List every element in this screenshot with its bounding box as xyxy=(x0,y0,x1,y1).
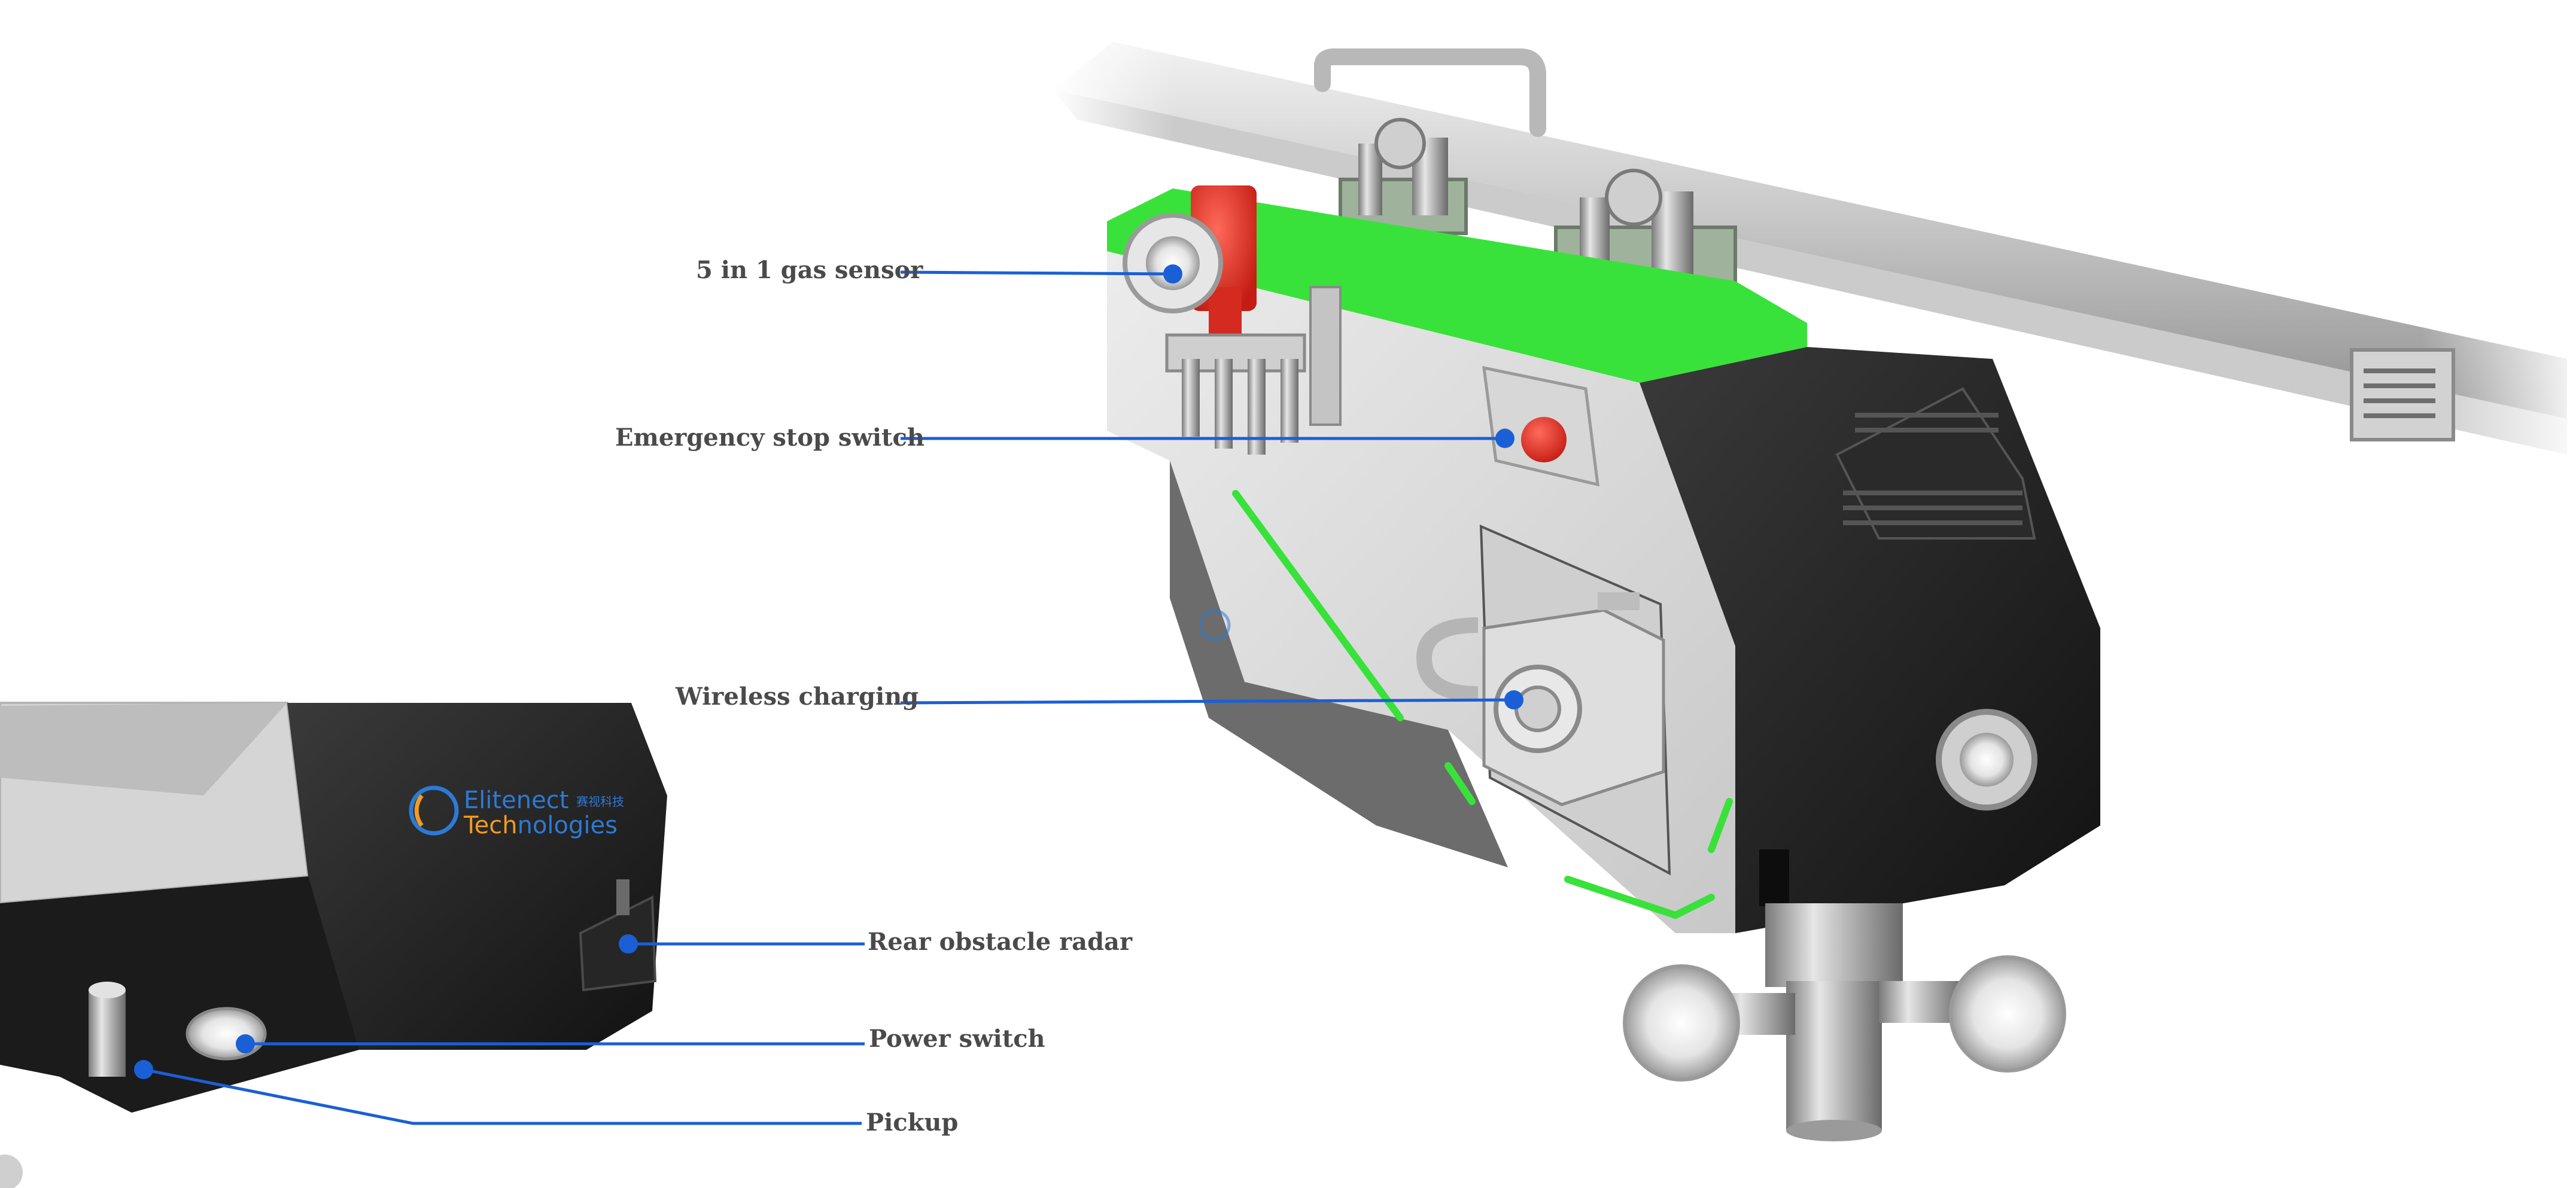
rear-grey-side xyxy=(0,703,287,796)
leader-emergency-stop-dot xyxy=(1495,429,1514,448)
brand-line2-a: Tech xyxy=(464,812,518,839)
leader-wireless-charging-dot xyxy=(1504,690,1523,709)
main-robot xyxy=(1053,36,2573,1141)
leader-pickup-dot xyxy=(134,1060,153,1079)
callout-leaders xyxy=(134,264,1523,1125)
brand-line2-b: nologies xyxy=(517,812,618,839)
leader-rear-radar-dot xyxy=(619,934,638,954)
leader-wireless-charging xyxy=(900,698,1514,705)
green-accent-strips xyxy=(1232,490,1733,919)
rail-handle xyxy=(1314,48,1546,137)
rail-bracket xyxy=(2350,348,2455,441)
front-brand-logo xyxy=(1199,609,1231,641)
brand-mark-icon xyxy=(409,785,459,836)
green-top-rim xyxy=(1107,188,1807,383)
vent-holes xyxy=(1843,413,2023,525)
brand-line1: Elitenect xyxy=(464,787,569,814)
leader-pickup xyxy=(143,1068,862,1125)
brand-line2: Technologies xyxy=(464,814,618,837)
label-rear-radar: Rear obstacle radar xyxy=(868,928,1133,956)
charging-panel xyxy=(1416,524,1671,876)
label-wireless-charging: Wireless charging xyxy=(676,683,919,711)
label-power-switch: Power switch xyxy=(869,1025,1045,1053)
leader-power-switch-dot xyxy=(236,1034,255,1053)
brand-name: Elitenect 赛视科技 xyxy=(464,788,624,812)
emergency-stop-switch xyxy=(1482,365,1599,487)
leader-gas-sensor xyxy=(900,270,1173,276)
side-port xyxy=(1759,849,1789,906)
rear-black-shell xyxy=(287,703,667,1050)
bottom-camera-assembly xyxy=(1623,903,2066,1141)
rear-closeup xyxy=(0,702,667,1188)
label-gas-sensor: 5 in 1 gas sensor xyxy=(696,256,923,284)
label-pickup: Pickup xyxy=(866,1108,959,1137)
pickup-rod xyxy=(89,982,126,1077)
brand-line1-cn: 赛视科技 xyxy=(576,794,625,809)
leader-gas-sensor-dot xyxy=(1163,264,1182,284)
power-switch xyxy=(185,1007,267,1061)
gas-sensor xyxy=(1123,185,1257,335)
lower-wedge xyxy=(1170,461,1508,867)
label-emergency-stop: Emergency stop switch xyxy=(615,424,924,452)
